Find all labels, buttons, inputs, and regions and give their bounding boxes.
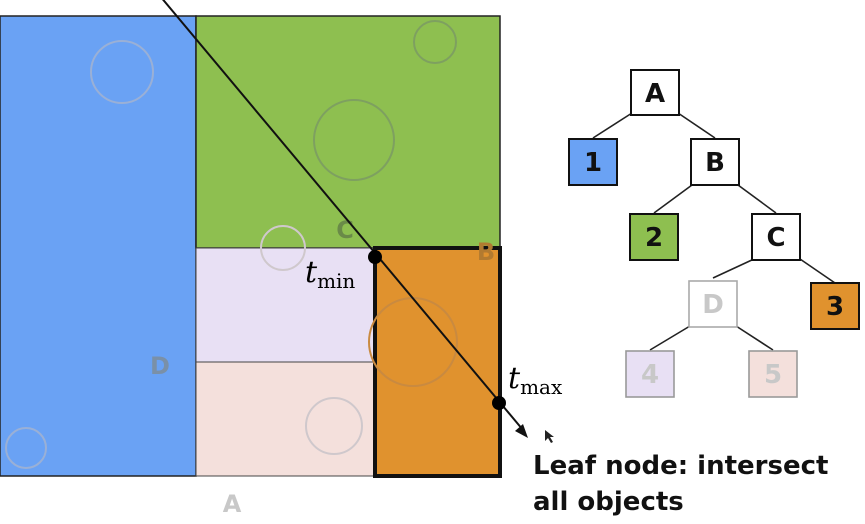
- node-label: 5: [764, 360, 782, 390]
- node-label: 4: [641, 360, 659, 390]
- tree-leaf-1: 1: [568, 138, 618, 186]
- tree-leaf-3: 3: [810, 282, 860, 330]
- t-max-label: tmax: [508, 361, 563, 399]
- region-5-pink: [195, 361, 376, 477]
- object-circle: [260, 225, 306, 271]
- node-label: A: [645, 79, 665, 109]
- split-label-d: D: [150, 352, 170, 380]
- tree-node-c: C: [751, 213, 801, 261]
- edge-a-1: [592, 112, 633, 139]
- cursor-icon: [545, 430, 554, 443]
- ray: tmin tmax: [162, 0, 563, 438]
- edge-c-3: [799, 258, 836, 284]
- split-label-c: C: [336, 216, 354, 244]
- tree-node-d-faded: D: [688, 280, 738, 328]
- object-circle: [305, 397, 363, 455]
- t-max-base: t: [508, 361, 521, 396]
- node-label: B: [705, 148, 725, 178]
- t-min-subscript: min: [317, 269, 355, 293]
- object-circle: [313, 99, 395, 181]
- split-label-b: B: [477, 238, 495, 266]
- t-max-point: [492, 396, 506, 410]
- node-box: [629, 213, 679, 261]
- node-label: 3: [826, 292, 844, 322]
- split-label-a: A: [223, 490, 242, 518]
- ray-arrowhead: [515, 424, 528, 438]
- node-box: [751, 213, 801, 261]
- edge-c-d: [712, 258, 755, 279]
- object-circle: [5, 427, 47, 469]
- node-label: C: [766, 223, 785, 253]
- tree-leaf-4-faded: 4: [625, 350, 675, 398]
- region-2-green: [195, 15, 501, 249]
- object-circle: [413, 20, 457, 64]
- node-box: [690, 138, 740, 186]
- caption-line-2: all objects: [533, 487, 684, 517]
- edge-d-4: [649, 325, 691, 351]
- kd-tree: A 1 B 2 C D 3 4: [568, 69, 860, 398]
- edge-b-2: [653, 184, 693, 214]
- node-box: [810, 282, 860, 330]
- node-box: [688, 280, 738, 328]
- node-box: [748, 350, 798, 398]
- region-3-orange-highlighted: [373, 246, 502, 478]
- t-min-point: [368, 250, 382, 264]
- tree-leaf-5-faded: 5: [748, 350, 798, 398]
- object-circle: [90, 40, 154, 104]
- tree-node-a: A: [630, 69, 680, 116]
- region-1-blue: [0, 15, 197, 477]
- caption-line-1: Leaf node: intersect: [533, 451, 828, 481]
- edge-b-c: [737, 184, 777, 214]
- node-box: [630, 69, 680, 116]
- edge-d-5: [735, 325, 774, 351]
- tree-node-b: B: [690, 138, 740, 186]
- node-label: D: [702, 290, 724, 320]
- tree-edges: [592, 112, 836, 351]
- edge-a-b: [677, 112, 716, 139]
- t-min-base: t: [305, 255, 318, 290]
- t-max-subscript: max: [520, 375, 563, 399]
- tree-leaf-2: 2: [629, 213, 679, 261]
- node-label: 1: [584, 148, 602, 178]
- t-min-label: tmin: [305, 255, 355, 293]
- region-4-lavender: [195, 247, 376, 363]
- ray-line: [162, 0, 524, 431]
- node-box: [568, 138, 618, 186]
- node-box: [625, 350, 675, 398]
- caption: Leaf node: intersect all objects: [533, 451, 828, 517]
- spatial-partition-scene: D C B A: [0, 15, 502, 518]
- node-label: 2: [645, 223, 663, 253]
